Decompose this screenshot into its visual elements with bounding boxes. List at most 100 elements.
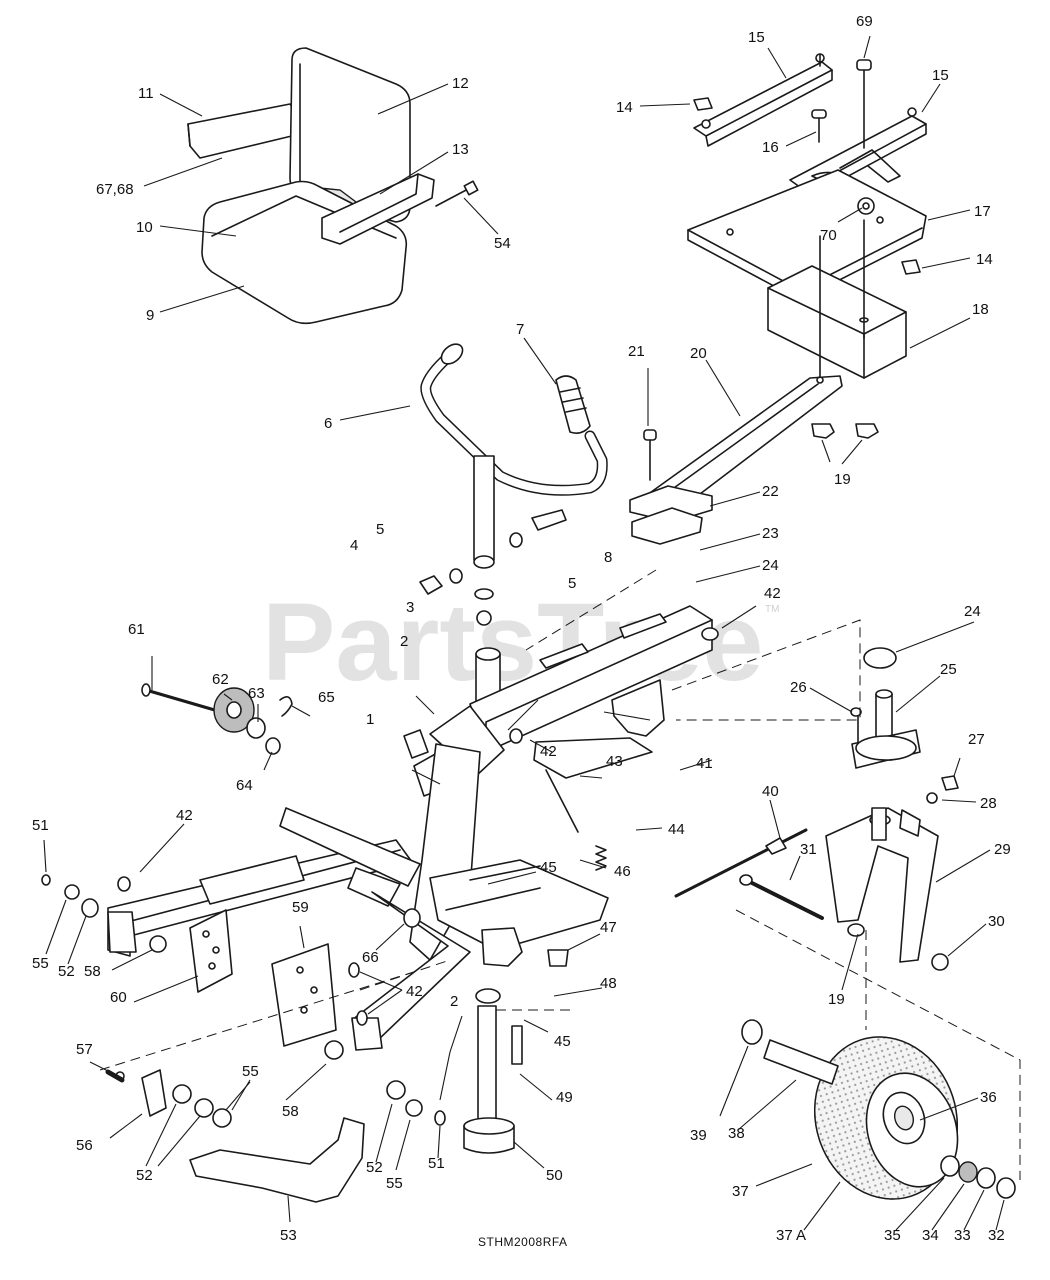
callout: 36 (980, 1089, 997, 1106)
callout: 27 (968, 731, 985, 748)
callout: 58 (84, 963, 101, 980)
callout: 55 (242, 1063, 259, 1080)
callout: 40 (762, 783, 779, 800)
callout: 14 (616, 99, 633, 116)
seat-assembly (187, 47, 479, 325)
callout: 33 (954, 1227, 971, 1244)
callout: 20 (690, 345, 707, 362)
callout: 65 (318, 689, 335, 706)
main-frame (107, 605, 719, 1051)
callout: 1 (366, 711, 374, 728)
callout: 45 (554, 1033, 571, 1050)
callout: 63 (248, 685, 265, 702)
callout: 39 (690, 1127, 707, 1144)
callout: 43 (606, 753, 623, 770)
callout: 67,68 (96, 181, 134, 198)
mount-plates (149, 909, 344, 1060)
alignment-lines (99, 569, 1021, 1180)
idler-assembly (141, 683, 293, 755)
callout: 62 (212, 671, 229, 688)
callout: 9 (146, 307, 154, 324)
foot-pedal (189, 1117, 365, 1203)
callout: 42 (176, 807, 193, 824)
callout: 35 (884, 1227, 901, 1244)
callout: 37 A (776, 1227, 806, 1244)
callout: 41 (696, 755, 713, 772)
caster-assembly (674, 647, 959, 971)
callout: 45 (540, 859, 557, 876)
callout: 53 (280, 1227, 297, 1244)
callout: 38 (728, 1125, 745, 1142)
callout: 26 (790, 679, 807, 696)
callout: 70 (820, 227, 837, 244)
callout: 50 (546, 1167, 563, 1184)
callout: 23 (762, 525, 779, 542)
callout: 18 (972, 301, 989, 318)
callout: 24 (964, 603, 981, 620)
callout: 69 (856, 13, 873, 30)
callout: 32 (988, 1227, 1005, 1244)
callout: 56 (76, 1137, 93, 1154)
callout: 52 (136, 1167, 153, 1184)
seat-bracket-assembly (687, 53, 927, 379)
steering-link (629, 375, 879, 545)
steering-handle (419, 343, 608, 626)
callout: 7 (516, 321, 524, 338)
callout: 49 (556, 1089, 573, 1106)
callout: 8 (604, 549, 612, 566)
callout: 60 (110, 989, 127, 1006)
plate-60 (189, 909, 233, 993)
callout: 6 (324, 415, 332, 432)
callout: 55 (386, 1175, 403, 1192)
callout: 5 (376, 521, 384, 538)
callout: 17 (974, 203, 991, 220)
callout: 14 (976, 251, 993, 268)
slide-rail-right (789, 115, 927, 191)
pedal-41 (533, 737, 653, 779)
callout: 11 (138, 85, 154, 102)
callout: 10 (136, 219, 153, 236)
callout: 22 (762, 483, 779, 500)
callout: 28 (980, 795, 997, 812)
callout: 13 (452, 141, 469, 158)
left-armrest (187, 103, 301, 159)
callout: 51 (32, 817, 49, 834)
bearing-24-right (863, 647, 897, 669)
steering-shaft (473, 455, 495, 561)
callout: 52 (366, 1159, 383, 1176)
callout: 30 (988, 913, 1005, 930)
callout: 58 (282, 1103, 299, 1120)
callout: 64 (236, 777, 253, 794)
callout: 61 (128, 621, 145, 638)
callout: 4 (350, 537, 358, 554)
callout: 12 (452, 75, 469, 92)
callout: 34 (922, 1227, 939, 1244)
callout: 57 (76, 1041, 93, 1058)
callout: 42 (406, 983, 423, 1000)
callout: 2 (400, 633, 408, 650)
callout: 51 (428, 1155, 445, 1172)
plate-22 (629, 485, 713, 523)
callout-labels: 11 12 67,68 13 10 9 5 4 15 14 1 6 69 15 17… (32, 13, 1011, 1244)
plate-59 (271, 943, 337, 1047)
callout: 25 (940, 661, 957, 678)
callout: 46 (614, 863, 631, 880)
callout: 42 (764, 585, 781, 602)
callout: 29 (994, 841, 1011, 858)
callout: 21 (628, 343, 645, 360)
callout: 66 (362, 949, 379, 966)
callout: 3 (406, 599, 414, 616)
steering-arm (639, 375, 843, 501)
callout: 19 (834, 471, 851, 488)
wheel-assembly (741, 1019, 1016, 1200)
seat-bolt (435, 187, 471, 207)
latch-lever (839, 149, 901, 183)
watermark-trademark: TM (765, 604, 779, 615)
callout: 42 (540, 743, 557, 760)
callout: 55 (32, 955, 49, 972)
axle-38 (763, 1039, 839, 1085)
slide-rail-left (693, 61, 833, 137)
callout: 15 (932, 67, 949, 84)
callout: 15 (748, 29, 765, 46)
